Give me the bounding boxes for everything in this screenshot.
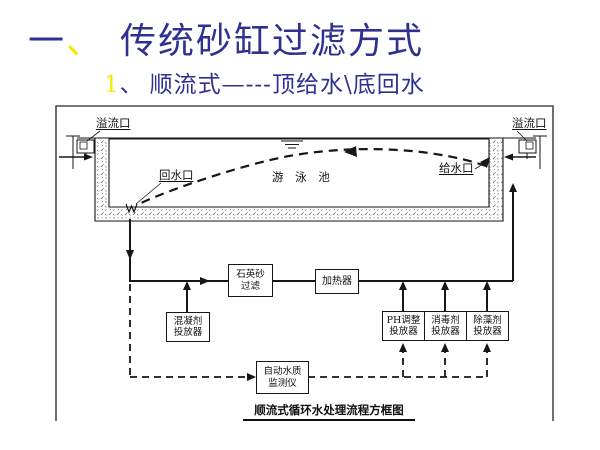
overflow-gutter-right <box>504 135 547 169</box>
dashed-feedback-lines <box>129 284 488 378</box>
water-level-icon <box>281 140 303 149</box>
monitor-line2: 监测仪 <box>268 377 297 389</box>
supply-port-label: 给水口 <box>439 161 474 175</box>
ph-adjust-line1: PH调整 <box>386 314 421 326</box>
coagulant-line1: 混凝剂 <box>173 315 203 327</box>
sand-filter-line2: 过滤 <box>240 280 260 292</box>
monitor-line1: 自动水质 <box>263 366 302 377</box>
pool-structure <box>77 137 536 222</box>
left-drain-arrow-icon <box>84 153 93 161</box>
subtitle-comma: 、 <box>119 72 144 98</box>
ph-adjust-doser-box: PH调整 投放器 <box>382 311 425 341</box>
sand-filter-line1: 石英砂 <box>236 269 265 280</box>
dashed-line-arrowheads <box>247 343 491 381</box>
solid-pipe-arrowheads <box>126 183 517 290</box>
heater-label: 加热器 <box>322 275 352 287</box>
overflow-left-label: 溢流口 <box>96 116 131 130</box>
coagulant-doser-box: 混凝剂 投放器 <box>166 312 210 342</box>
coagulant-line2: 投放器 <box>173 327 203 338</box>
title-number: 一 <box>28 21 67 62</box>
water-quality-monitor-box: 自动水质 监测仪 <box>256 361 309 394</box>
algaecide-line2: 投放器 <box>473 326 502 337</box>
diagram-frame-border <box>55 105 554 421</box>
label-leaders <box>86 130 528 205</box>
overflow-right-label: 溢流口 <box>512 116 547 130</box>
pool-name-label: 游 泳 池 <box>272 170 334 184</box>
algaecide-doser-box: 除藻剂 投放器 <box>466 311 509 341</box>
disinfectant-line2: 投放器 <box>431 326 460 337</box>
title-comma: 、 <box>66 21 105 62</box>
return-port-label: 回水口 <box>159 168 194 182</box>
algaecide-line1: 除藻剂 <box>473 314 502 326</box>
diagram-caption: 顺流式循环水处理流程方框图 <box>243 402 415 421</box>
title-text: 传统砂缸过滤方式 <box>120 21 425 62</box>
subtitle-text: 顺流式—---顶给水\底回水 <box>149 72 425 98</box>
slide-title: 一、传统砂缸过滤方式 <box>28 20 424 64</box>
return-drain-icon <box>125 203 138 214</box>
overflow-gutter-left <box>59 135 95 169</box>
disinfectant-line1: 消毒剂 <box>431 314 460 326</box>
subtitle-number: 1 <box>104 72 120 98</box>
right-drain-arrow-icon <box>504 153 513 161</box>
heater-box: 加热器 <box>315 269 359 294</box>
flow-arrow-icon <box>344 146 357 157</box>
ph-adjust-line2: 投放器 <box>389 326 418 337</box>
slide-subtitle: 1、顺流式—---顶给水\底回水 <box>104 70 425 100</box>
disinfectant-doser-box: 消毒剂 投放器 <box>424 311 467 341</box>
sand-filter-box: 石英砂 过滤 <box>228 264 273 297</box>
